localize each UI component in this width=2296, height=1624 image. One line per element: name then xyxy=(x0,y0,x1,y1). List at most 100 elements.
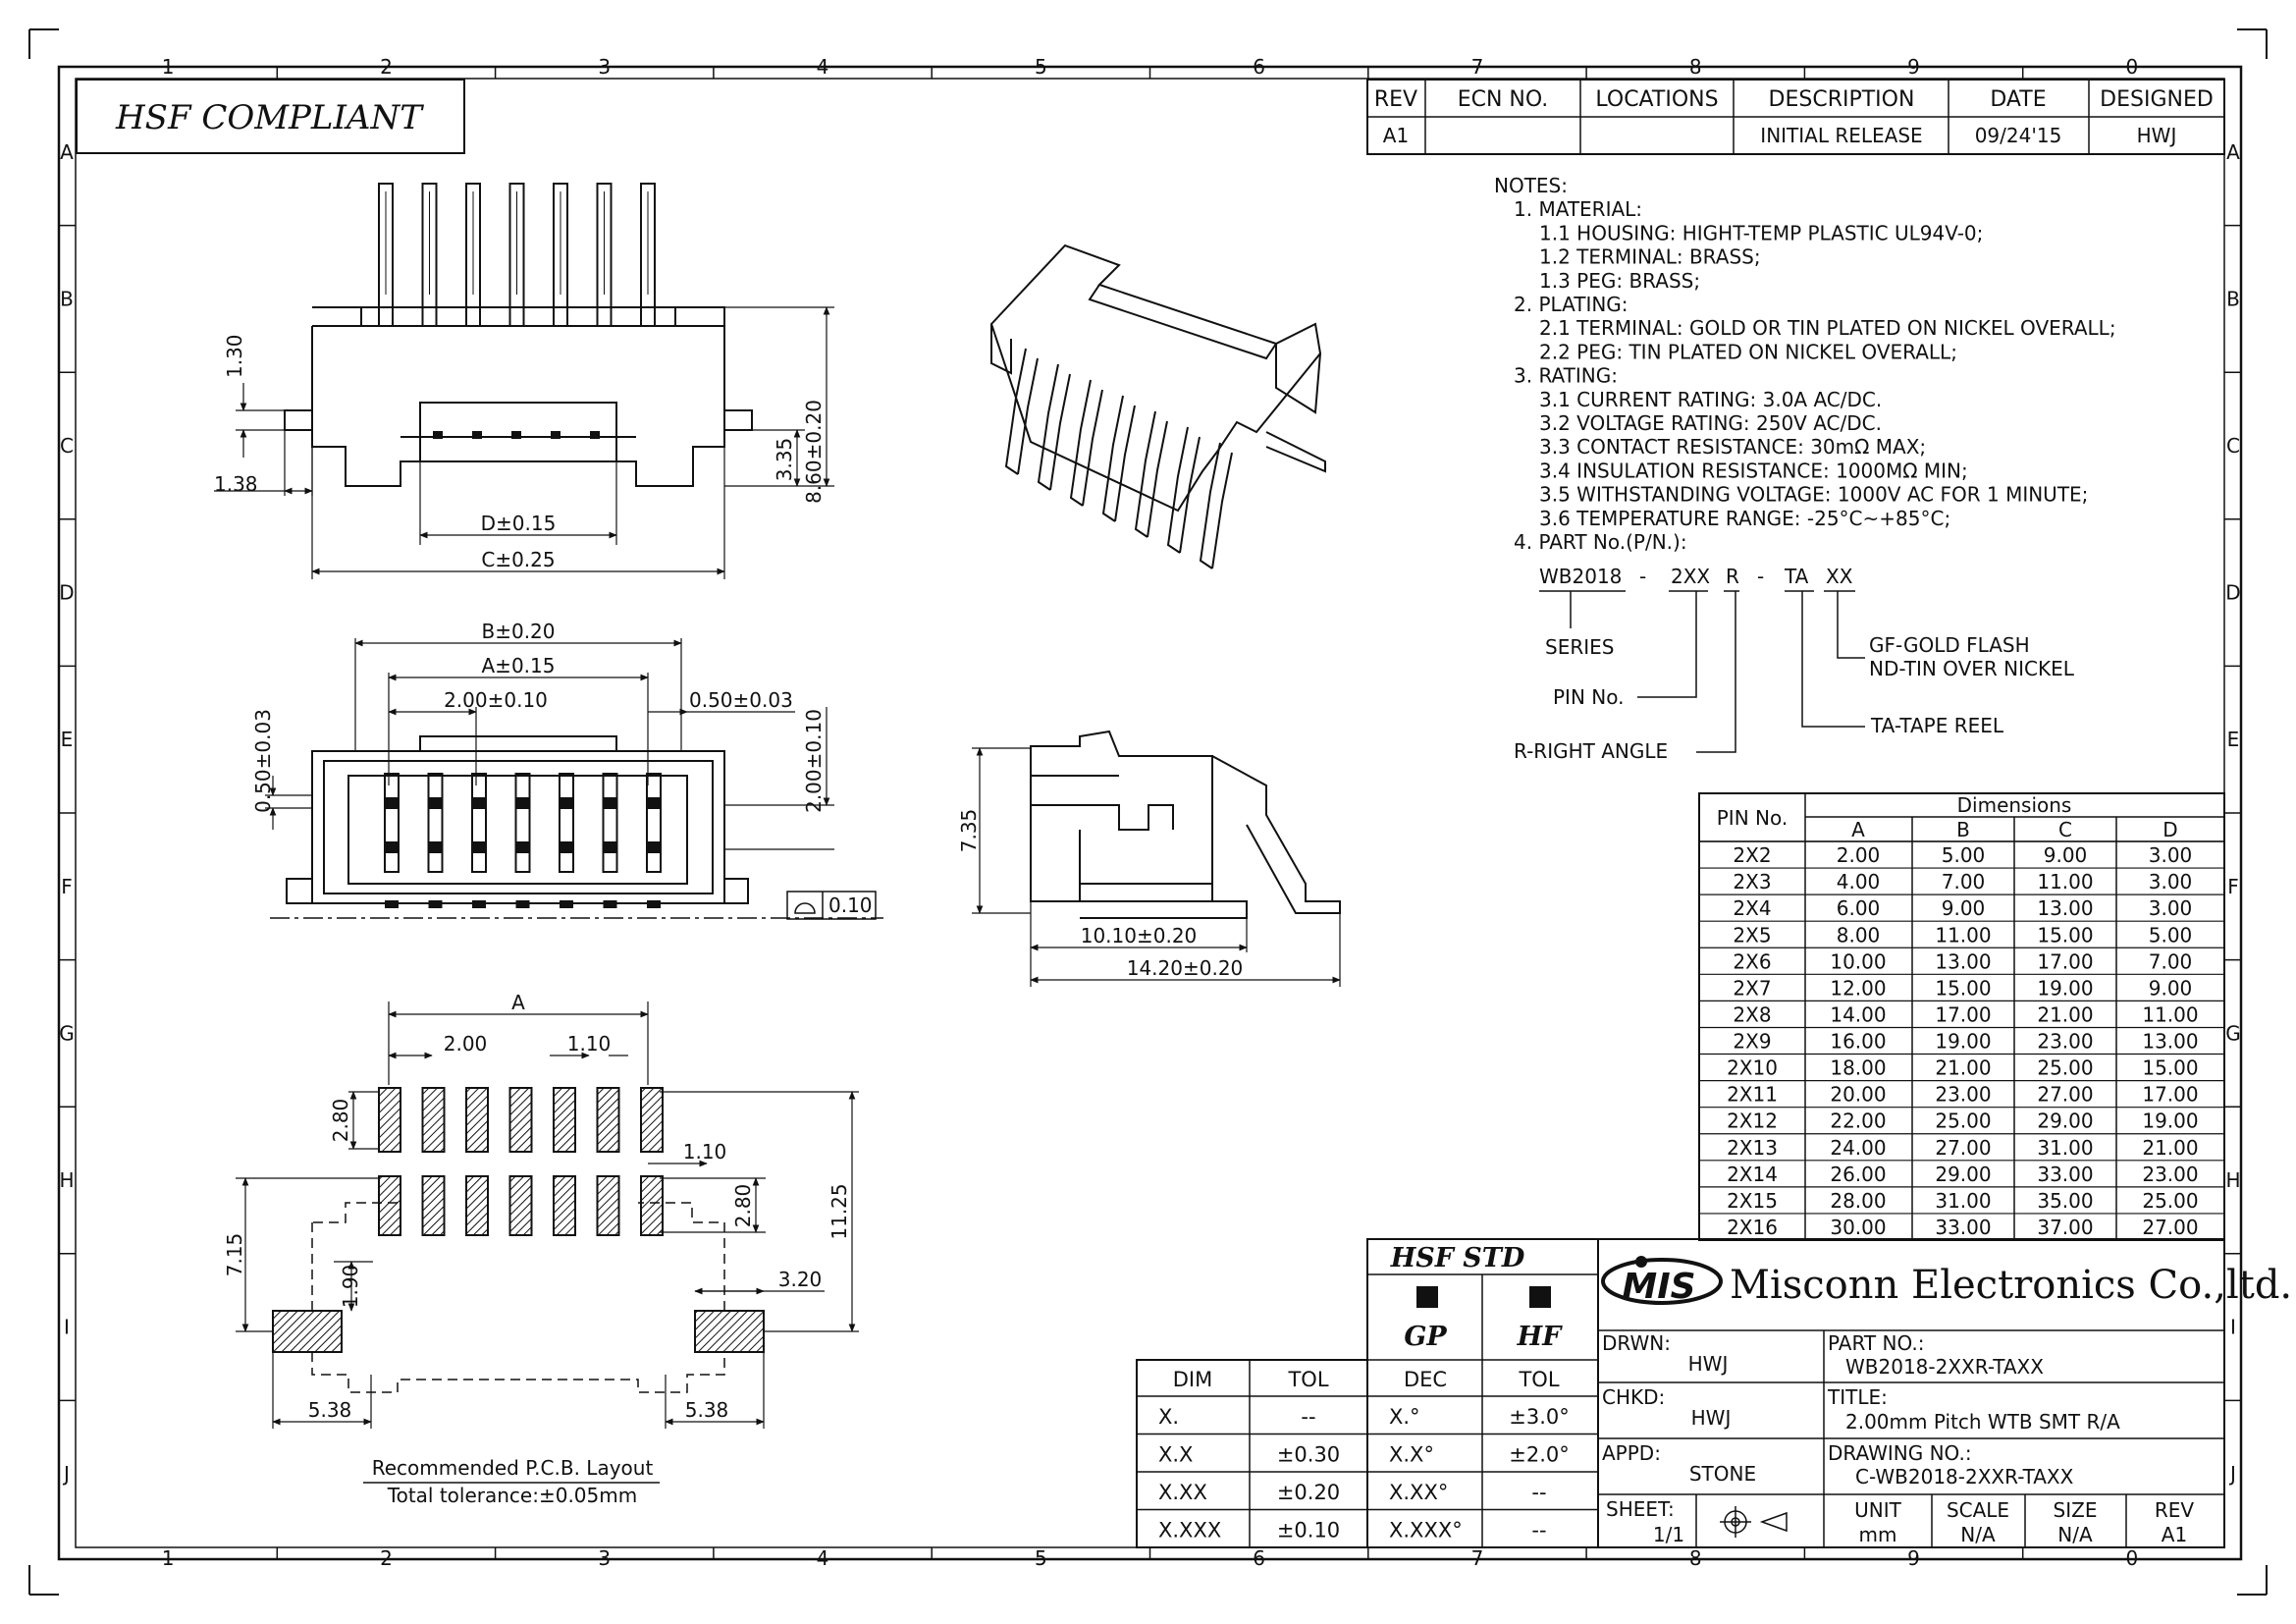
dim-row-value: 5.00 xyxy=(2149,923,2193,947)
dim-row-value: 13.00 xyxy=(2037,896,2093,920)
dim-row-value: 19.00 xyxy=(2142,1110,2198,1133)
dim-8-60: 8.60±0.20 xyxy=(802,400,826,504)
pn-pins: 2XX xyxy=(1671,565,1710,588)
dim-row-pin: 2X4 xyxy=(1733,896,1771,920)
dim-row-value: 13.00 xyxy=(2142,1030,2198,1054)
dim-row-value: 27.00 xyxy=(1935,1136,1991,1160)
dim-row-value: 23.00 xyxy=(2142,1163,2198,1186)
tol-dim-header: DIM xyxy=(1173,1368,1212,1391)
dim-0-50: 0.50±0.03 xyxy=(689,688,793,712)
ecn-header: ECN NO. xyxy=(1458,87,1549,112)
hsf-dec: X.X° xyxy=(1389,1443,1434,1467)
dim-row-value: 25.00 xyxy=(2037,1056,2093,1080)
pn-label-nd: ND-TIN OVER NICKEL xyxy=(1869,657,2075,680)
hf-marker xyxy=(1529,1286,1551,1308)
dim-row-value: 17.00 xyxy=(2142,1083,2198,1107)
hsf-std-title: HSF STD xyxy=(1390,1243,1525,1273)
side-view xyxy=(972,730,1341,987)
locations-header: LOCATIONS xyxy=(1595,87,1718,112)
dim-v-2-00: 2.00±0.10 xyxy=(802,709,826,813)
drwn-value: HWJ xyxy=(1688,1352,1729,1376)
dim-row-value: 31.00 xyxy=(1935,1189,1991,1213)
dim-row-value: 15.00 xyxy=(2037,923,2093,947)
pn-label-pack: TA-TAPE REEL xyxy=(1870,714,2004,737)
projection-symbol-icon xyxy=(1720,1506,1788,1538)
flatness-value: 0.10 xyxy=(828,893,873,917)
frame-row-right: A xyxy=(2226,140,2240,164)
dim-row-value: 22.00 xyxy=(1830,1110,1886,1133)
description-header: DESCRIPTION xyxy=(1769,87,1915,112)
dim-row-pin: 2X5 xyxy=(1733,923,1771,947)
note-line: 1. MATERIAL: xyxy=(1514,197,1642,221)
frame-row-right: F xyxy=(2227,875,2239,898)
dim-row-pin: 2X8 xyxy=(1733,1002,1771,1026)
dim-row-pin: 2X9 xyxy=(1733,1030,1771,1054)
hsf-dec: X.XXX° xyxy=(1389,1519,1463,1543)
dim-row-value: 12.00 xyxy=(1830,976,1886,1000)
frame-row-right: I xyxy=(2230,1316,2236,1339)
rev-value-block: A1 xyxy=(2162,1523,2187,1546)
dim-row-value: 19.00 xyxy=(2037,976,2093,1000)
frame-row-right: G xyxy=(2225,1021,2241,1045)
designed-header: DESIGNED xyxy=(2100,87,2214,112)
tol-value: -- xyxy=(1301,1405,1315,1429)
dim-row-value: 19.00 xyxy=(1935,1030,1991,1054)
hsf-tol: -- xyxy=(1531,1481,1546,1504)
dim-row-pin: 2X16 xyxy=(1727,1216,1778,1239)
frame-col-bottom: 7 xyxy=(1471,1546,1484,1570)
note-line: 2.2 PEG: TIN PLATED ON NICKEL OVERALL; xyxy=(1539,340,1957,363)
tol-dim: X.XXX xyxy=(1158,1519,1221,1543)
dim-row-value: 31.00 xyxy=(2037,1136,2093,1160)
hsf-compliant-box: HSF COMPLIANT xyxy=(76,79,465,154)
note-line: 1.3 PEG: BRASS; xyxy=(1539,269,1700,293)
pcb-layout-dims: A 2.00 1.10 2.80 1.10 2.80 7.15 1.90 11.… xyxy=(223,991,851,1507)
dim-row-value: 37.00 xyxy=(2037,1216,2093,1239)
dim-row-pin: 2X15 xyxy=(1727,1189,1778,1213)
dim-row-value: 9.00 xyxy=(2044,843,2088,867)
rev-value: A1 xyxy=(1383,124,1409,147)
pcb-dim-2-00: 2.00 xyxy=(444,1032,488,1056)
notes-block: NOTES:1. MATERIAL:1.1 HOUSING: HIGHT-TEM… xyxy=(1494,174,2116,554)
logo-text: MIS xyxy=(1622,1267,1695,1307)
frame-col-bottom: 1 xyxy=(162,1546,175,1570)
dim-row-value: 29.00 xyxy=(2037,1110,2093,1133)
pcb-dim-1-10a: 1.10 xyxy=(567,1032,612,1056)
title-value: 2.00mm Pitch WTB SMT R/A xyxy=(1845,1410,2120,1434)
dim-row-value: 20.00 xyxy=(1830,1083,1886,1107)
hsf-dec: X.XX° xyxy=(1389,1481,1448,1504)
pn-series: WB2018 xyxy=(1539,565,1622,588)
dim-col-header: B xyxy=(1956,818,1970,841)
unit-label: UNIT xyxy=(1854,1498,1901,1522)
frame-col-top: 8 xyxy=(1689,55,1702,79)
frame-col-bottom: 5 xyxy=(1035,1546,1047,1570)
size-value: N/A xyxy=(2057,1523,2093,1546)
pcb-dim-1-90: 1.90 xyxy=(339,1265,362,1309)
pcb-caption-2: Total tolerance:±0.05mm xyxy=(387,1484,637,1507)
title-block: MIS Misconn Electronics Co.,ltd. DRWN: H… xyxy=(1597,1238,2292,1548)
frame-row-left: D xyxy=(59,581,74,605)
dim-row-value: 21.00 xyxy=(1935,1056,1991,1080)
dim-row-value: 23.00 xyxy=(1935,1083,1991,1107)
pcb-dim-3-20: 3.20 xyxy=(778,1268,823,1291)
tol-tol-header: TOL xyxy=(1287,1368,1328,1391)
hsf-tol: -- xyxy=(1531,1519,1546,1543)
scale-label: SCALE xyxy=(1947,1498,2009,1522)
gp-label: GP xyxy=(1404,1322,1447,1352)
pcb-dim-2-80a: 2.80 xyxy=(329,1099,352,1143)
hsf-dec-header: DEC xyxy=(1404,1368,1447,1391)
frame-col-top: 0 xyxy=(2125,55,2138,79)
dim-row-value: 2.00 xyxy=(1837,843,1881,867)
tol-value: ±0.10 xyxy=(1277,1519,1340,1543)
frame-col-top: 2 xyxy=(380,55,393,79)
appd-label: APPD: xyxy=(1602,1441,1661,1465)
dim-3-35: 3.35 xyxy=(773,438,796,482)
note-line: 2. PLATING: xyxy=(1514,293,1629,316)
appd-value: STONE xyxy=(1689,1462,1756,1486)
hf-label: HF xyxy=(1517,1322,1564,1352)
pin-no-header: PIN No. xyxy=(1717,806,1788,830)
pn-angle: R xyxy=(1726,565,1739,588)
dim-row-value: 7.00 xyxy=(1942,870,1986,893)
drawing-value: C-WB2018-2XXR-TAXX xyxy=(1855,1465,2074,1489)
rev-header: REV xyxy=(1374,87,1417,112)
